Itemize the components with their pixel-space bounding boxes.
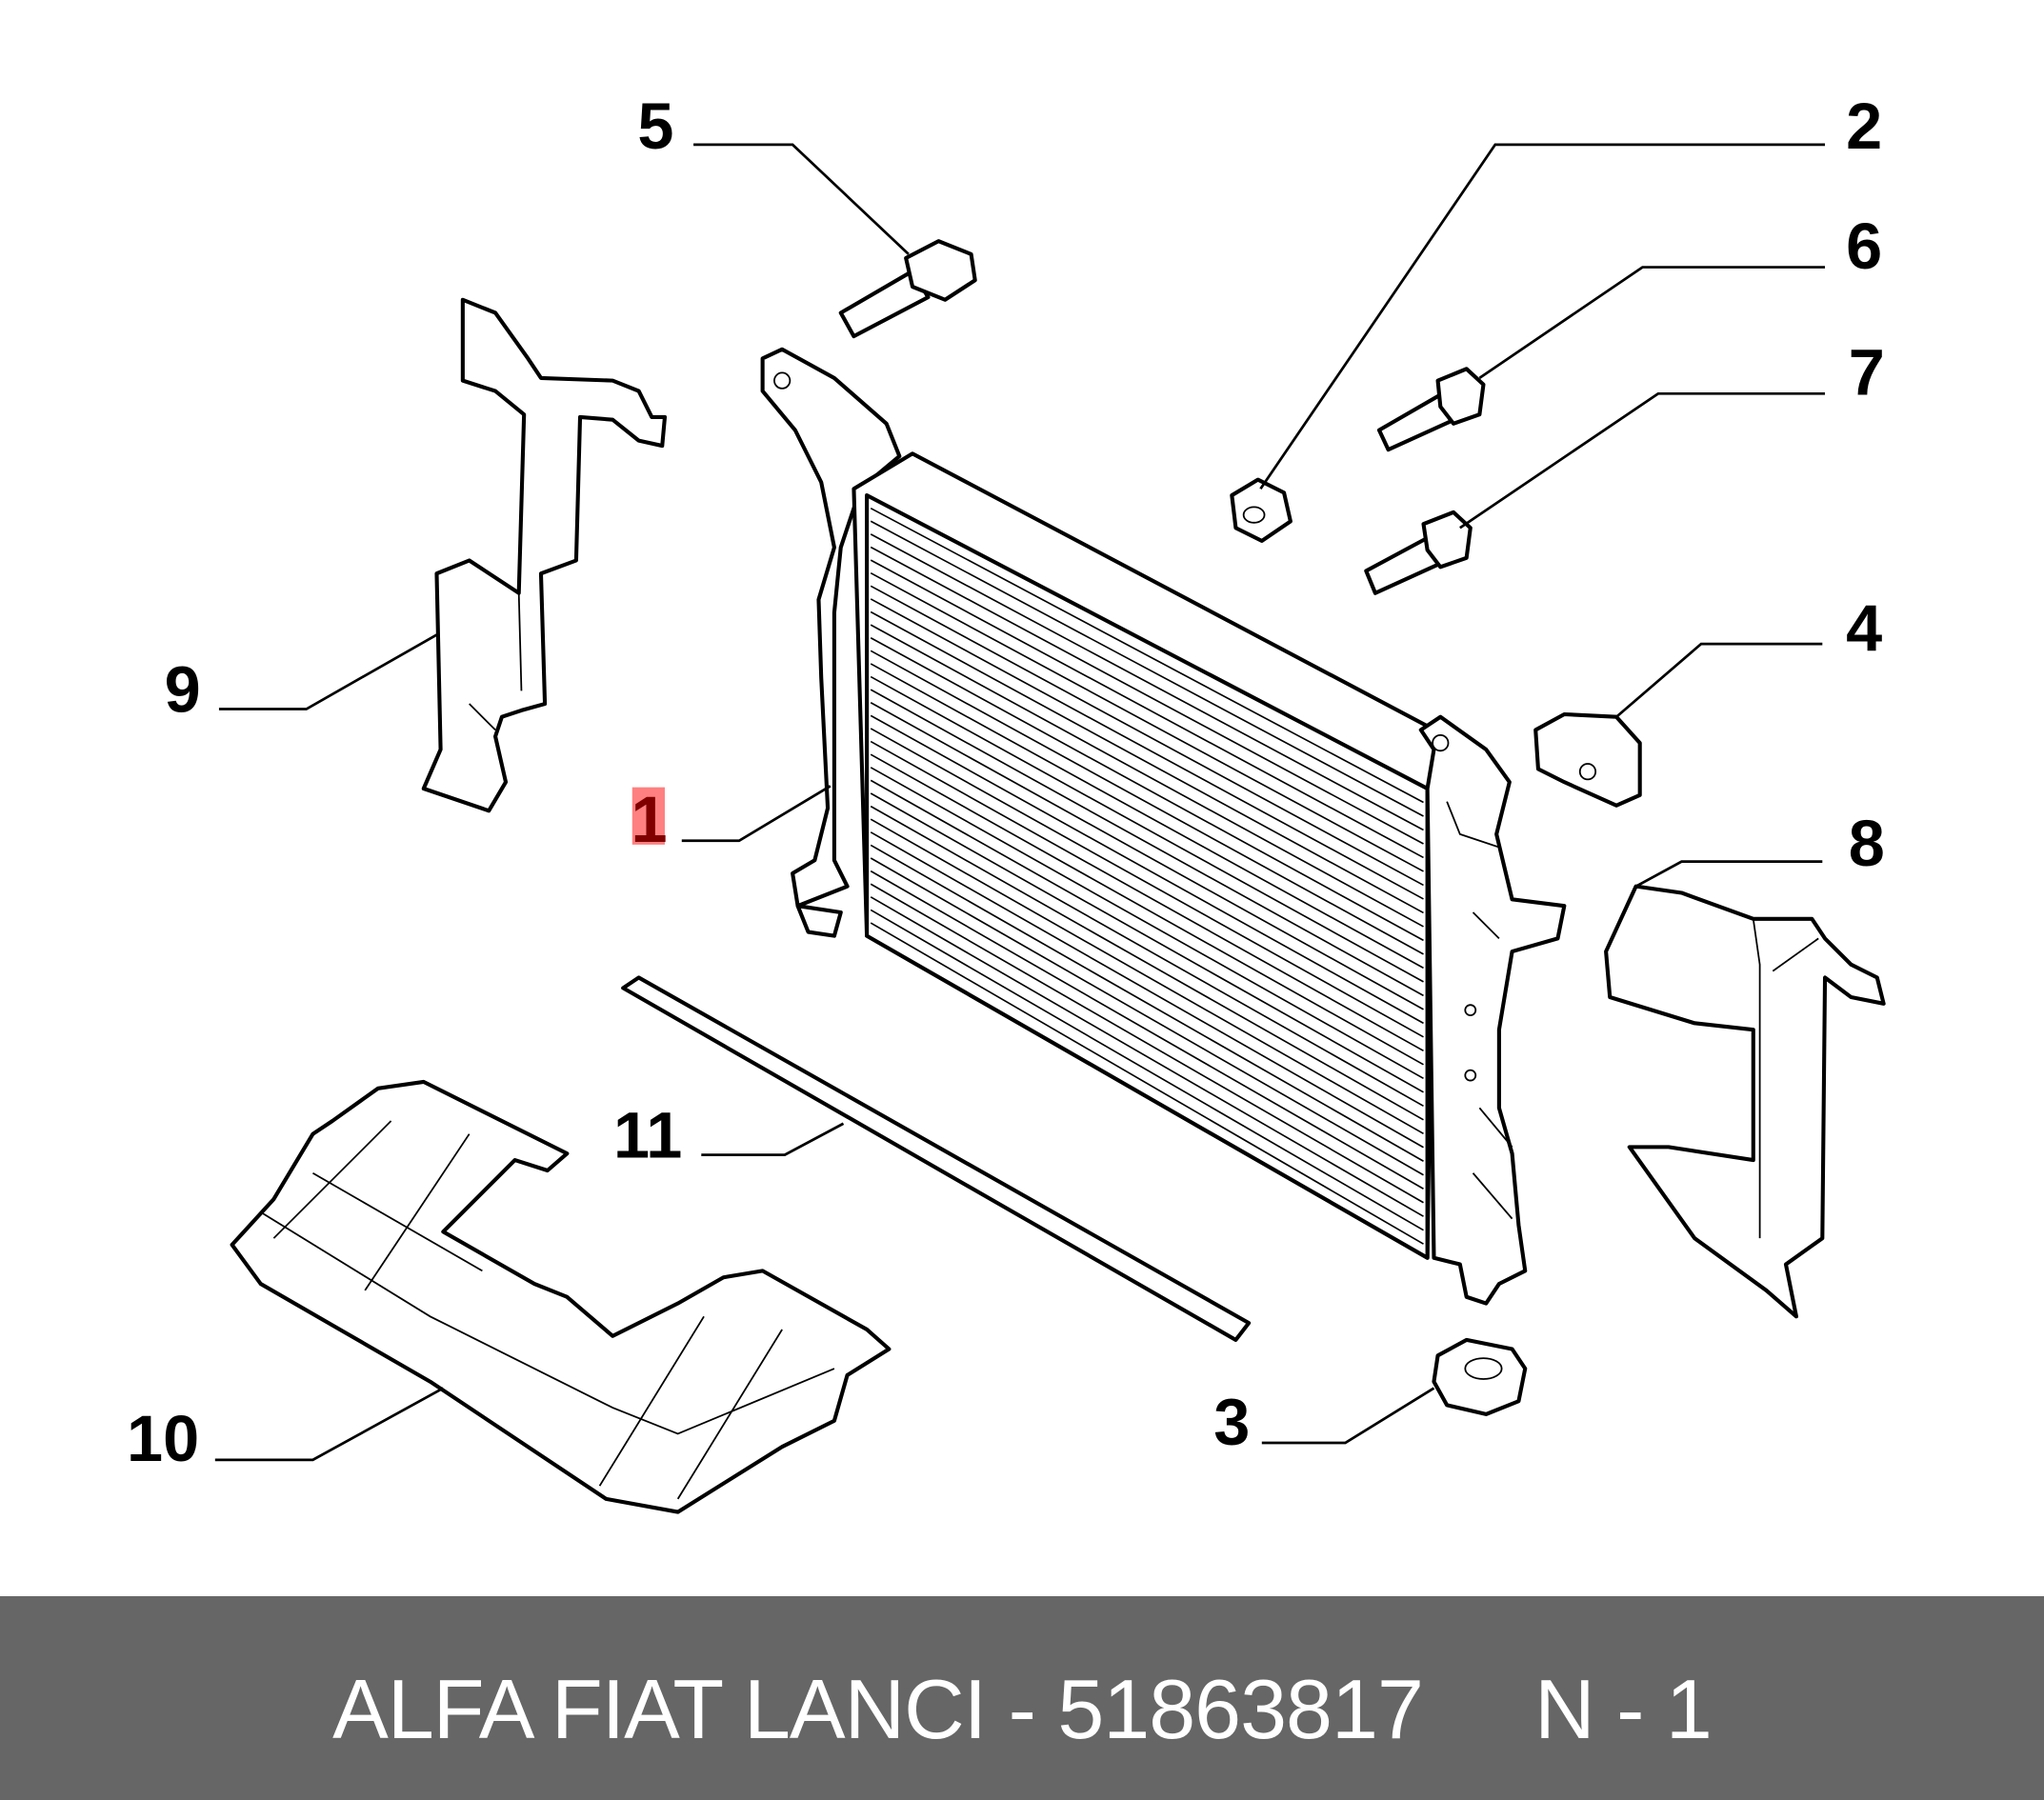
radiator-fin [870,546,1424,845]
callout-8: 8 [1849,807,1885,880]
bolt-part-5 [838,239,977,339]
radiator-fin [870,571,1424,872]
callout-1-highlight [631,787,665,845]
radiator-fin [870,818,1424,1134]
callout-5: 5 [637,90,673,163]
radiator-fin [870,714,1424,1025]
radiator-fin [870,507,1424,804]
pad-part-4 [1533,711,1642,808]
radiator-fin [870,598,1424,900]
radiator-fin [870,896,1424,1217]
radiator-fin [870,844,1424,1162]
parts-diagram: 5 2 6 7 4 9 1 8 11 3 10 [127,90,1886,1514]
radiator-fin [870,585,1424,887]
callout-3: 3 [1213,1385,1250,1458]
grommet-part-2 [1230,477,1293,544]
callout-9: 9 [165,652,201,726]
undertray-part-10 [230,1079,892,1514]
callout-10: 10 [127,1402,199,1475]
radiator-fin [870,689,1424,997]
callout-2: 2 [1846,90,1882,163]
radiator-part-1 [760,347,1567,1306]
radiator-fin [870,779,1424,1093]
radiator-fin [870,728,1424,1038]
bolt-part-7 [1364,510,1473,595]
deflector-part-8 [1604,884,1886,1319]
radiator-fin [870,792,1424,1108]
leader-lines [214,143,1826,1462]
callout-4: 4 [1846,591,1882,665]
bolt-part-6 [1376,367,1486,452]
radiator-fin [870,702,1424,1010]
radiator-fin [870,533,1424,831]
callout-7: 7 [1849,336,1885,410]
callout-11: 11 [613,1098,682,1171]
mount-part-3 [1432,1337,1528,1416]
radiator-fin [870,675,1424,983]
radiator-fin [870,650,1424,955]
radiator-fin [870,805,1424,1121]
radiator-fin [870,559,1424,859]
radiator-fin [870,870,1424,1190]
radiator-fin [870,922,1424,1245]
callout-1: 1 [631,783,668,856]
seal-strip-part-11 [621,975,1252,1342]
radiator-fin [870,831,1424,1149]
radiator-fin [870,753,1424,1066]
radiator-fin [870,663,1424,970]
radiator-fin [870,610,1424,914]
radiator-fin [870,520,1424,817]
radiator-fin [870,909,1424,1231]
radiator-fin [870,857,1424,1176]
radiator-fin [870,740,1424,1052]
footer-bar [0,1596,2044,1800]
radiator-fin [870,637,1424,942]
radiator-fin [870,767,1424,1080]
part-number-caption: ALFA FIAT LANCI - 51863817 N - 1 [332,1662,1713,1756]
radiator-fin [870,624,1424,928]
callout-6: 6 [1846,210,1882,283]
radiator-fin [870,883,1424,1204]
deflector-part-9 [421,297,668,813]
